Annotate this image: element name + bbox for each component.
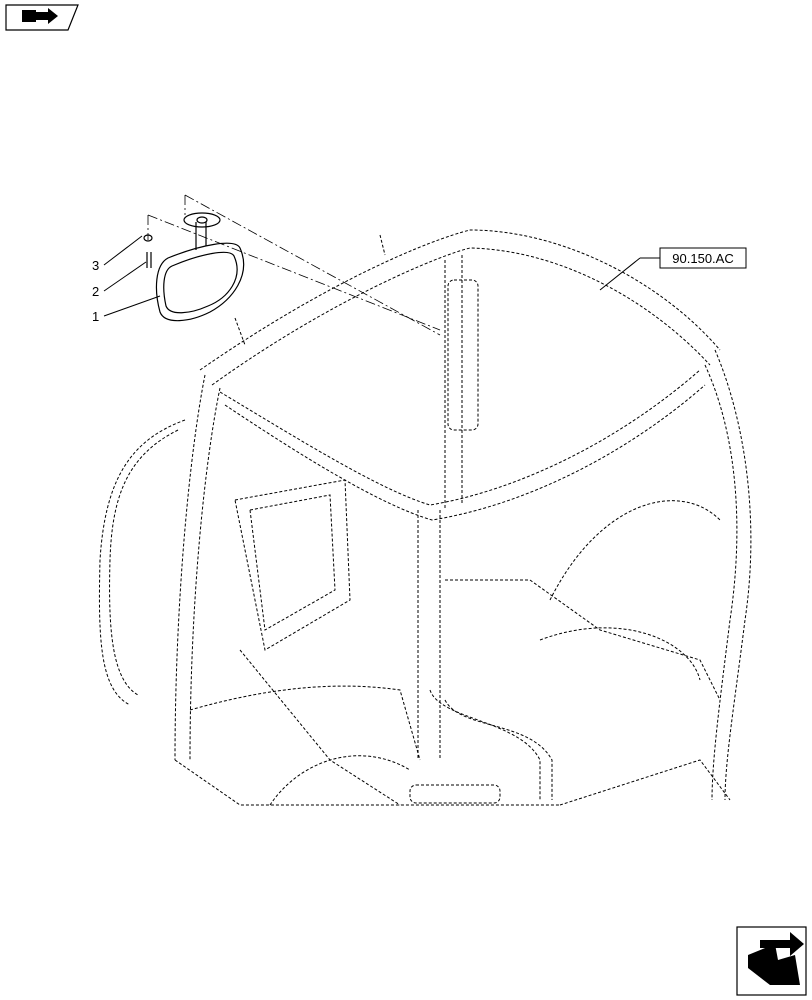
- bolt: [146, 252, 152, 268]
- next-page-arrow-icon[interactable]: [736, 926, 807, 996]
- reference-label: 90.150.AC: [672, 251, 733, 266]
- mirror-assembly: [143, 212, 245, 322]
- callout-3: 3: [92, 258, 99, 273]
- book-arrow-icon: [5, 4, 79, 31]
- assembly-lines: [147, 194, 441, 336]
- reference-label-box: 90.150.AC: [659, 247, 747, 269]
- callout-1: 1: [92, 309, 99, 324]
- callout-2: 2: [92, 284, 99, 299]
- mirror: [155, 242, 245, 322]
- cab-frame: [98, 229, 752, 806]
- callout-leaders: [103, 235, 660, 317]
